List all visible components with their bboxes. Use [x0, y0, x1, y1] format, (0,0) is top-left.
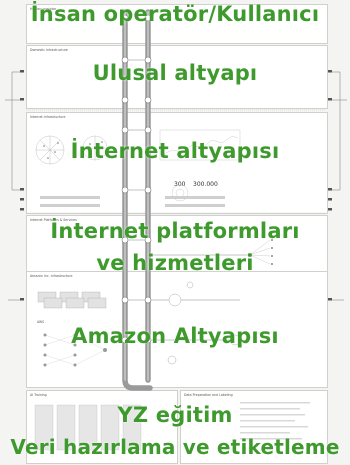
human-operator-panel-title: Human operator: [30, 7, 57, 11]
domestic-infrastructure-panel-title: Domestic Infrastructure: [30, 48, 68, 52]
amazon-panel-title: Amazon Inc. Infrastructure: [30, 274, 73, 278]
network-graph: [35, 135, 108, 165]
infra-bars: [40, 196, 225, 207]
data-prep-lines: [240, 402, 310, 440]
aws-network-nodes: [43, 333, 107, 367]
ai-training-grid: [34, 404, 142, 451]
domestic-infrastructure-panel: Domestic Infrastructure: [26, 45, 328, 109]
aws-panel-title: AWS: [37, 320, 45, 324]
platforms-nodes: [248, 239, 273, 265]
heading-internet-infra: İnternet altyapısı: [70, 139, 280, 163]
track-nodes: [121, 14, 152, 344]
server-stacks: [37, 291, 107, 309]
network-dots: [43, 141, 103, 159]
heading-platforms-line2: ve hizmetleri: [96, 251, 254, 275]
platforms-fanout: [249, 239, 271, 265]
internet-infra-chart: [159, 129, 241, 202]
track-connectors: [125, 59, 250, 341]
platforms-panel: Internet Platforms & Services: [26, 215, 328, 272]
rail-markers: [20, 70, 332, 301]
ai-training-panel-title: AI Training: [30, 393, 47, 397]
platforms-panel-title: Internet Platforms & Services: [30, 218, 77, 222]
dotted-separators: [26, 109, 326, 214]
data-prep-panel-title: Data Preparation and Labeling: [184, 393, 233, 397]
right-value: 300.000: [193, 181, 218, 188]
human-operator-panel: Human operator: [26, 4, 328, 44]
central-tracks-inner: [124, 11, 149, 381]
heading-amazon-infra: Amazon Altyapısı: [71, 324, 279, 348]
aws-network: [44, 334, 106, 366]
heading-platforms-line1: İnternet platformları: [50, 219, 300, 243]
amazon-panel: Amazon Inc. Infrastructure AWS: [26, 271, 328, 388]
left-value: 300: [174, 181, 186, 188]
internet-infrastructure-panel-title: Internet Infrastructure: [30, 115, 66, 119]
heading-ai-training: YZ eğitim: [117, 403, 233, 427]
heading-national-infra: Ulusal altyapı: [92, 61, 258, 85]
heading-data-prep: Veri hazırlama ve etiketleme: [10, 435, 340, 459]
heading-human-operator: İnsan operatör/Kullanıcı: [30, 2, 320, 26]
amazon-right-cluster: [167, 281, 241, 365]
